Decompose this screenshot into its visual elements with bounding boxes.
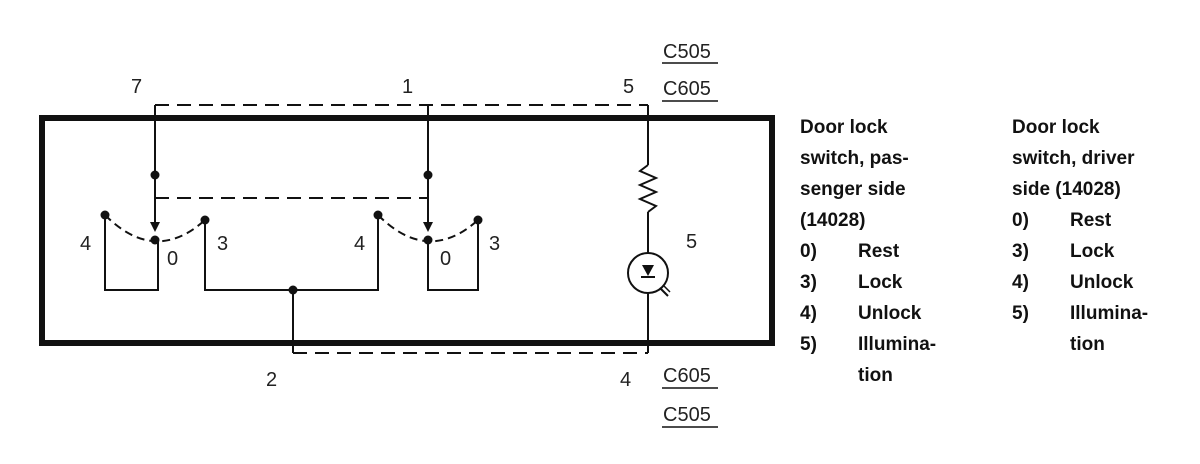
- legend-item-continuation: tion: [800, 360, 968, 391]
- legend-item-label: Unlock: [858, 303, 922, 324]
- position-label-0-left: 0: [167, 248, 178, 270]
- switch-housing-box: [39, 115, 775, 346]
- led-diode-symbol: [642, 265, 654, 276]
- pin-label-1: 1: [402, 76, 413, 98]
- wire-loop-left: [104, 215, 159, 291]
- position-label-3-left: 3: [217, 233, 228, 255]
- wiper-arrow-left: [150, 222, 160, 232]
- legend-title-line: (14028): [800, 210, 866, 231]
- legend-item-number: 5): [800, 334, 817, 355]
- legend-item-number: 4): [1012, 272, 1029, 293]
- connector-label-c605-top: C605: [663, 78, 711, 100]
- connector-label-c505-bottom: C505: [663, 404, 711, 426]
- position-label-4-left: 4: [80, 233, 91, 255]
- legend-item: 0) Rest: [1012, 205, 1180, 236]
- legend-item: 3) Lock: [1012, 236, 1180, 267]
- connector-label-c605-bottom: C605: [663, 365, 711, 387]
- legend-title-line: switch, pas-: [800, 148, 909, 169]
- lamp-label-5: 5: [686, 231, 697, 253]
- legend-item-continuation: tion: [1012, 329, 1180, 360]
- resistor-symbol: [637, 164, 659, 213]
- legend-title-line: senger side: [800, 179, 906, 200]
- junction-dot: [150, 170, 160, 180]
- legend-item-number: 5): [1012, 303, 1029, 324]
- legend-item-number: 0): [1012, 210, 1029, 231]
- legend-title-line: Door lock: [800, 117, 888, 138]
- legend-item-label: Illumina-: [858, 334, 937, 355]
- led-light-ray: [659, 287, 669, 297]
- legend-item-number: 3): [1012, 241, 1029, 262]
- legend-item-label: Lock: [858, 272, 903, 293]
- legend-item-label: Rest: [858, 241, 900, 262]
- legend-title-line: side (14028): [1012, 179, 1121, 200]
- pin-label-5-top: 5: [623, 76, 634, 98]
- position-label-4-right: 4: [354, 233, 365, 255]
- wiper-arrow-right: [423, 222, 433, 232]
- wire-loop-right: [427, 220, 479, 291]
- legend-item-number: 0): [800, 241, 817, 262]
- legend-driver-side: Door lock switch, driver side (14028) 0)…: [1012, 112, 1180, 360]
- legend-item-label: Lock: [1070, 241, 1115, 262]
- position-label-3-right: 3: [489, 233, 500, 255]
- legend-title-line: Door lock: [1012, 117, 1100, 138]
- legend-item: 0) Rest: [800, 236, 968, 267]
- legend-item-label: Unlock: [1070, 272, 1134, 293]
- wire-common-pin2: [204, 215, 379, 291]
- pin-label-4-bottom: 4: [620, 369, 631, 391]
- led-light-ray: [663, 285, 671, 293]
- legend-item: 4) Unlock: [1012, 267, 1180, 298]
- junction-dot: [288, 285, 298, 295]
- legend-item-number: 4): [800, 303, 817, 324]
- legend-item-label-continuation: tion: [1070, 334, 1105, 355]
- legend-title-line: switch, driver: [1012, 148, 1135, 169]
- connector-label-c505-top: C505: [663, 41, 711, 63]
- legend-item: 4) Unlock: [800, 298, 968, 329]
- legend-item: 5) Illumina-: [800, 329, 968, 360]
- pin-label-7: 7: [131, 76, 142, 98]
- pin-label-2: 2: [266, 369, 277, 391]
- junction-dot: [423, 170, 433, 180]
- legend-item: 3) Lock: [800, 267, 968, 298]
- position-label-0-right: 0: [440, 248, 451, 270]
- legend-item: 5) Illumina-: [1012, 298, 1180, 329]
- legend-item-number: 3): [800, 272, 817, 293]
- legend-passenger-side: Door lock switch, pas- senger side (1402…: [800, 112, 968, 391]
- legend-item-label: Rest: [1070, 210, 1112, 231]
- contact-arc-left: [104, 214, 206, 243]
- legend-item-label: Illumina-: [1070, 303, 1149, 324]
- legend-item-label-continuation: tion: [858, 365, 893, 386]
